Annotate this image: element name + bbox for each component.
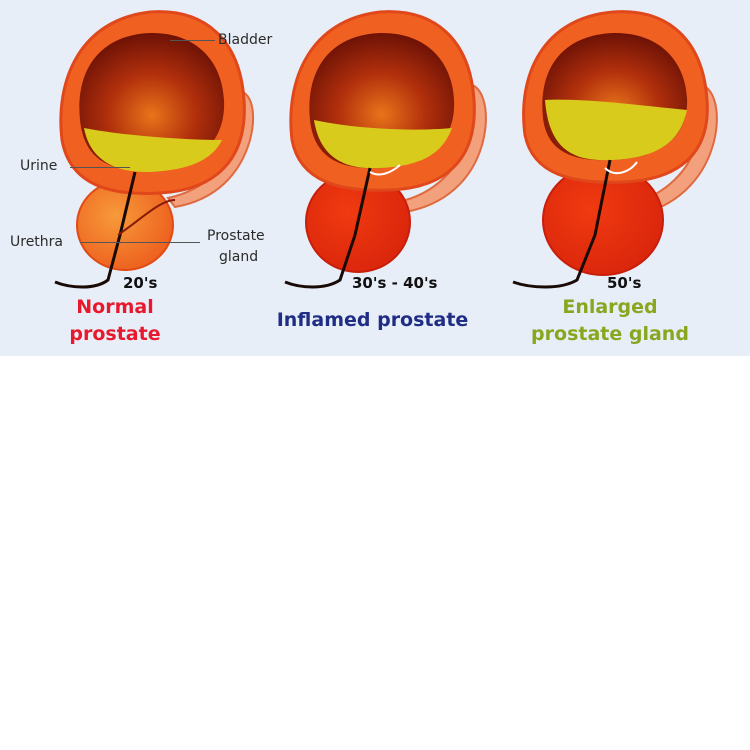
caption-line: Inflamed prostate — [276, 309, 469, 331]
caption-normal-prostate: Normal prostate — [55, 294, 175, 348]
caption-line: prostate — [69, 323, 161, 345]
label-urethra: Urethra — [10, 234, 64, 250]
label-urine: Urine — [20, 158, 58, 174]
bladder-normal — [54, 10, 255, 289]
label-gland: gland — [219, 249, 259, 265]
caption-inflamed-prostate: Inflamed prostate — [265, 307, 480, 334]
urethra-leader-line — [80, 242, 200, 243]
bladder-inflamed — [284, 10, 487, 289]
label-prostate: Prostate — [207, 228, 265, 244]
caption-line: prostate gland — [531, 323, 689, 345]
age-20s: 20's — [123, 274, 158, 292]
bladder-leader-line — [170, 40, 215, 41]
bladder-enlarged — [512, 10, 718, 289]
caption-line: Normal — [76, 296, 154, 318]
urine-leader-line — [70, 167, 130, 168]
caption-line: Enlarged — [562, 296, 658, 318]
bladder-illustrations — [54, 10, 718, 289]
age-50s: 50's — [607, 274, 642, 292]
caption-enlarged-prostate: Enlarged prostate gland — [520, 294, 700, 348]
label-bladder: Bladder — [218, 32, 273, 48]
age-30s-40s: 30's - 40's — [352, 274, 438, 292]
